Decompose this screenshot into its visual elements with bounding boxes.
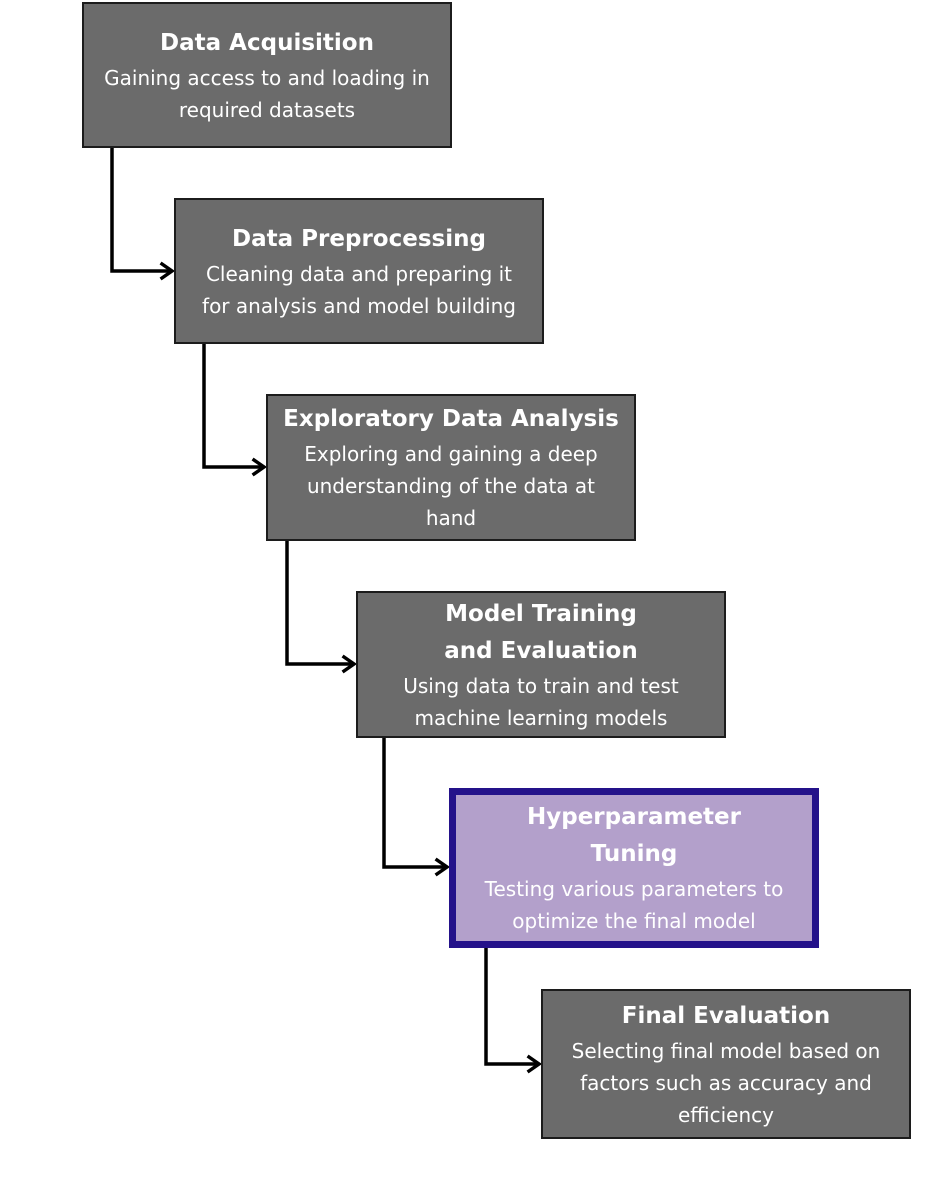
arrowhead-icon	[159, 261, 176, 281]
arrow-3-to-4	[285, 541, 354, 666]
step-description: Selecting final model based on factors s…	[571, 1038, 881, 1127]
step-title: Exploratory Data Analysis	[283, 406, 619, 432]
arrowhead-icon	[341, 654, 358, 674]
arrow-2-to-3	[202, 344, 264, 469]
arrowhead-icon	[526, 1054, 543, 1074]
arrowhead-icon	[251, 457, 268, 477]
step-title: Model Training and Evaluation	[444, 600, 638, 664]
step-title: Final Evaluation	[621, 1002, 831, 1029]
step-exploratory-data-analysis: Exploratory Data Analysis Exploring and …	[266, 394, 636, 541]
step-data-preprocessing: Data Preprocessing Cleaning data and pre…	[174, 198, 544, 344]
step-title: Hyperparameter Tuning	[527, 804, 741, 867]
step-hyperparameter-tuning: Hyperparameter Tuning Testing various pa…	[449, 788, 819, 948]
step-description: Cleaning data and preparing it for analy…	[202, 261, 516, 318]
step-model-training: Model Training and Evaluation Using data…	[356, 591, 726, 738]
step-title: Data Acquisition	[160, 29, 374, 56]
step-final-evaluation: Final Evaluation Selecting final model b…	[541, 989, 911, 1139]
step-data-acquisition: Data Acquisition Gaining access to and l…	[82, 2, 452, 148]
step-description: Testing various parameters to optimize t…	[484, 877, 784, 933]
arrow-1-to-2	[110, 148, 172, 273]
step-description: Exploring and gaining a deep understandi…	[304, 442, 598, 530]
arrow-4-to-5	[382, 738, 447, 869]
step-description: Using data to train and test machine lea…	[403, 673, 679, 730]
step-description: Gaining access to and loading in require…	[104, 65, 430, 122]
arrow-5-to-6	[484, 940, 539, 1066]
step-title: Data Preprocessing	[232, 225, 486, 252]
arrowhead-icon	[434, 857, 451, 877]
